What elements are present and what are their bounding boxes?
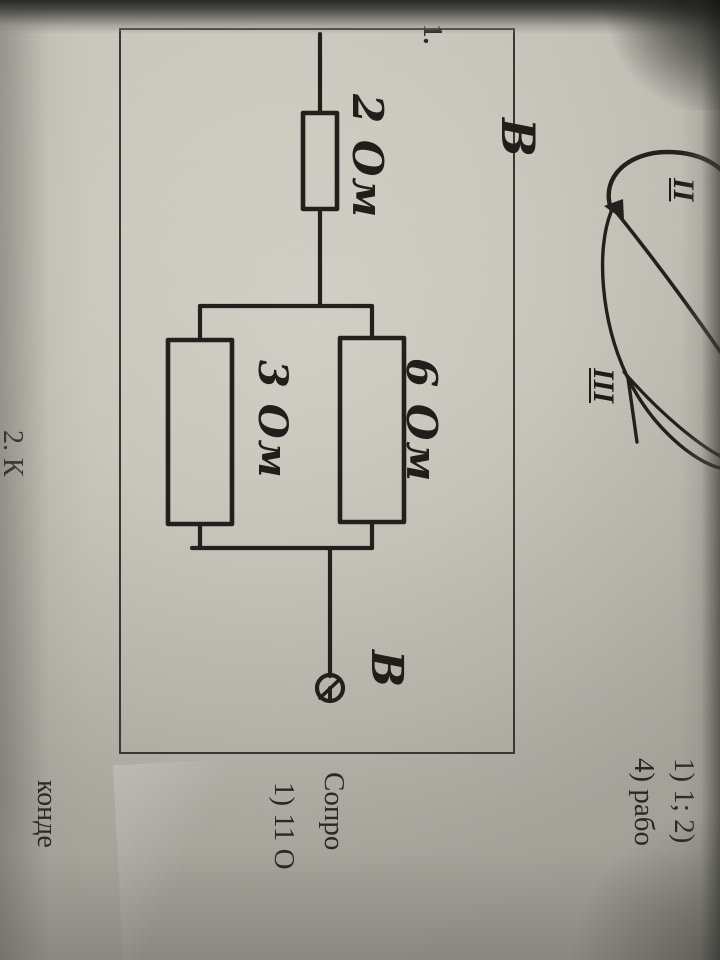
label-resistor-6ohm: 6 Ом (397, 358, 446, 483)
label-resistor-2ohm: 2 Ом (343, 94, 392, 219)
circuit-diagram-frame (119, 28, 515, 754)
photo-corner-top-right (600, 0, 720, 110)
printed-answer-line-3: 1) 11 О (268, 782, 300, 870)
label-terminal-bottom: В (361, 650, 412, 689)
label-resistor-3ohm: 3 Ом (249, 360, 296, 479)
paper-shadow-left (0, 0, 90, 960)
photo-corner-bottom-right (570, 810, 720, 960)
label-terminal-top: В (491, 118, 545, 158)
paper-shadow-bottom (0, 780, 720, 960)
photo-edge-right (680, 0, 720, 960)
printed-left-margin-line-1: конде (31, 780, 62, 848)
annotation-roman-iii: III (587, 368, 620, 404)
printed-question-stub: Сопро (318, 772, 350, 851)
printed-left-margin-line-2: 2. К (0, 430, 28, 477)
